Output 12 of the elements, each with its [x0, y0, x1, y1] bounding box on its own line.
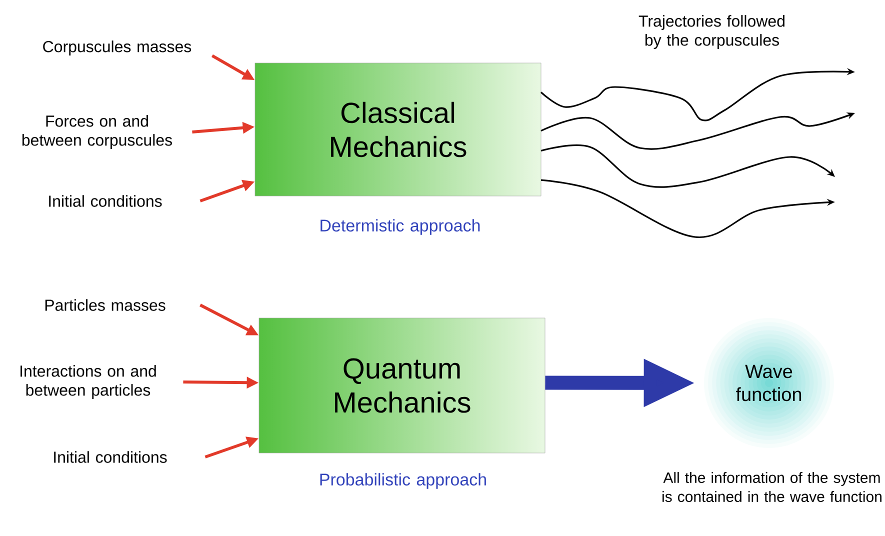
- input-label: Initial conditions: [49, 195, 162, 207]
- input-label: Interactions on and between particles: [20, 365, 156, 399]
- mechanics-box: Quantum Mechanics: [258, 318, 546, 454]
- note-text: Determistic approach: [320, 219, 480, 235]
- mechanics-box: Classical Mechanics: [254, 62, 542, 196]
- note-text: Probabilistic approach: [320, 473, 486, 489]
- input-label: Forces on and between corpuscules: [22, 115, 172, 149]
- input-label: Corpuscules masses: [43, 40, 192, 56]
- note-text: All the information of the system is contained in the wave function: [662, 472, 882, 502]
- trajectories-label: Trajectories followed by the corpuscules: [638, 15, 784, 49]
- input-label: Particles masses: [45, 299, 166, 311]
- input-label: Initial conditions: [54, 451, 167, 463]
